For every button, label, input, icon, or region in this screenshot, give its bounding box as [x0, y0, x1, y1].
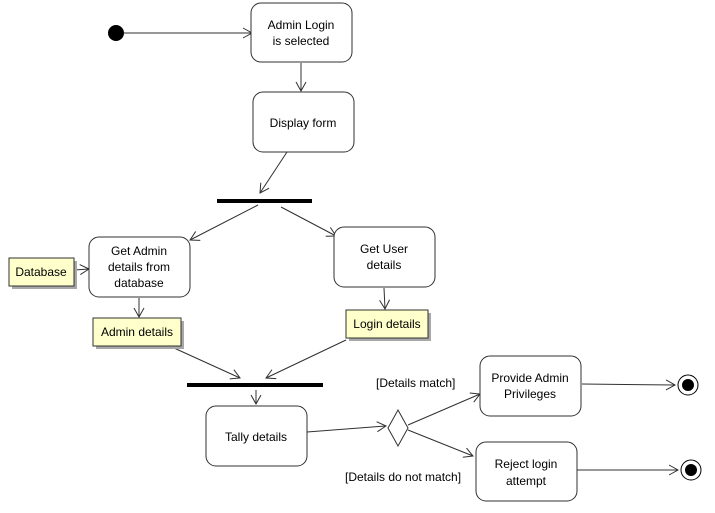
get-user-line-1: Get User — [360, 242, 408, 256]
edge-provide-to-end — [581, 379, 677, 391]
action-tally: Tally details — [205, 405, 308, 467]
edge-fork-to-get-user — [280, 206, 337, 237]
get-admin-line-1: Get Admin — [111, 244, 167, 258]
initial-node — [108, 25, 124, 41]
reject-line-2: attempt — [506, 474, 547, 488]
final-node-provide — [677, 374, 699, 396]
action-provide-privileges: Provide Admin Privileges — [479, 355, 582, 417]
decision-node — [387, 408, 409, 448]
action-admin-login: Admin Login is selected — [250, 2, 353, 63]
provide-line-1: Provide Admin — [491, 371, 568, 385]
reject-line-1: Reject login — [495, 457, 558, 471]
action-reject-login: Reject login attempt — [475, 441, 578, 502]
edge-decision-to-provide — [407, 392, 481, 426]
edge-display-form-to-fork — [259, 151, 288, 194]
edge-admin-details-to-join — [173, 347, 241, 380]
get-user-line-2: details — [367, 258, 402, 272]
get-admin-line-2: details from — [108, 260, 170, 274]
provide-line-2: Privileges — [504, 387, 556, 401]
edge-decision-to-reject — [407, 429, 474, 458]
edge-login-details-to-join — [265, 339, 347, 380]
action-get-user: Get User details — [333, 226, 436, 288]
edge-get-user-to-login-details — [379, 287, 391, 311]
action-get-admin: Get Admin details from database — [88, 236, 191, 298]
edge-fork-to-get-admin — [189, 204, 259, 241]
admin-login-line-2: is selected — [273, 34, 330, 48]
join-bar — [187, 383, 323, 387]
login-details-label: Login details — [353, 317, 420, 331]
edge-tally-to-decision — [306, 421, 388, 433]
admin-login-line-1: Admin Login — [268, 18, 335, 32]
action-display-form: Display form — [252, 91, 355, 153]
display-form-line-1: Display form — [270, 116, 337, 130]
get-admin-line-3: database — [114, 276, 164, 290]
fork-bar — [217, 199, 312, 203]
final-node-reject — [680, 459, 702, 481]
object-login-details: Login details — [345, 309, 431, 341]
object-database: Database — [8, 257, 77, 289]
guard-details-do-not-match: [Details do not match] — [345, 470, 461, 484]
tally-line-1: Tally details — [225, 430, 287, 444]
database-label: Database — [15, 265, 67, 279]
guard-details-match: [Details match] — [376, 376, 455, 390]
object-admin-details: Admin details — [92, 317, 184, 349]
admin-details-label: Admin details — [101, 325, 173, 339]
